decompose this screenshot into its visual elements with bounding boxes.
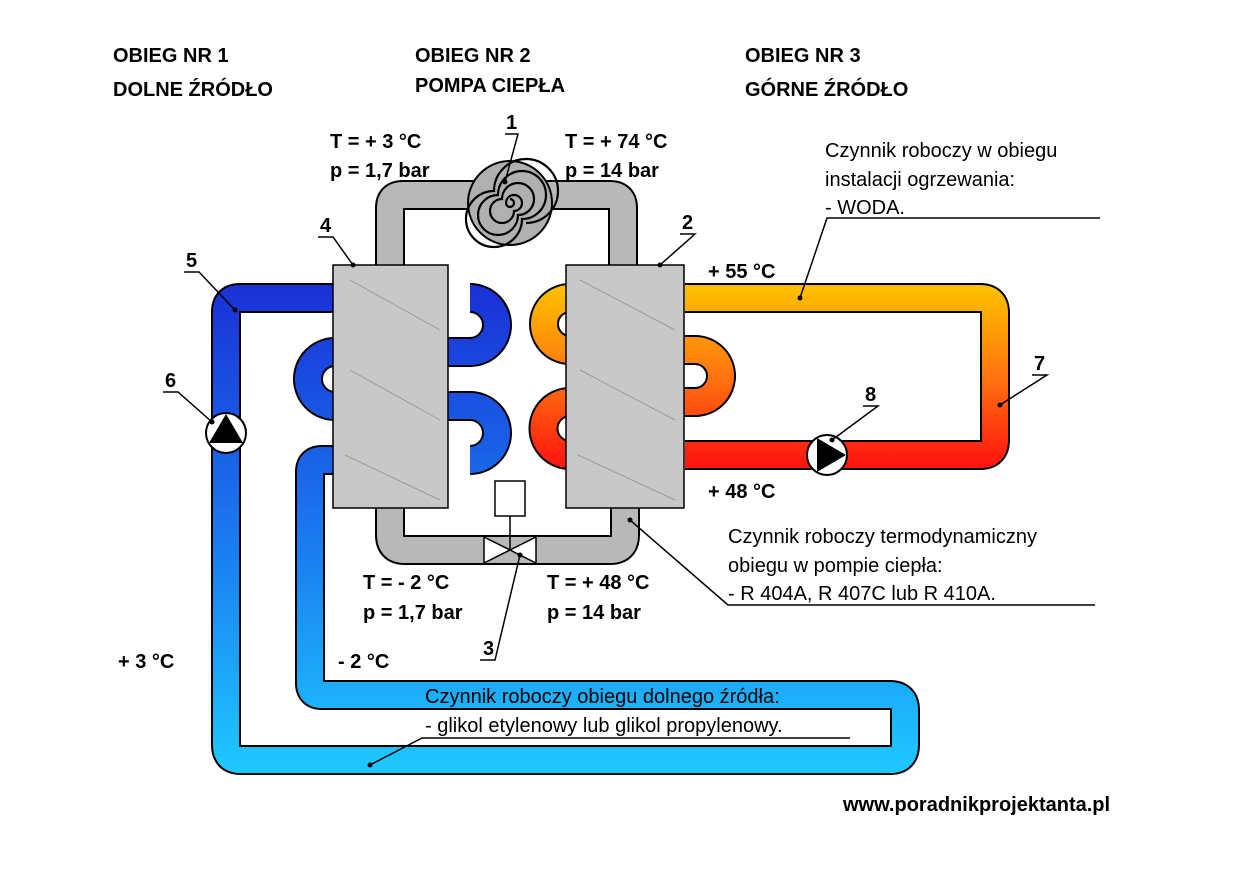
label-brine-out-temp: - 2 °C: [338, 651, 389, 673]
note-brine-line2: - glikol etylenowy lub glikol propylenow…: [425, 715, 783, 737]
label-supply-temp: + 55 °C: [708, 261, 775, 283]
label-valve-out-temp: T = - 2 °C: [363, 572, 449, 594]
header-circuit-1-sub: DOLNE ŹRÓDŁO: [113, 77, 273, 101]
number-brine-pump: 6: [165, 370, 176, 392]
header-circuit-3-sub: GÓRNE ŹRÓDŁO: [745, 77, 908, 101]
number-compressor: 1: [506, 112, 517, 134]
compressor-icon: [464, 157, 560, 249]
label-compressor-out-temp: T = + 74 °C: [565, 131, 668, 153]
note-refrigerant-line3: - R 404A, R 407C lub R 410A.: [728, 583, 996, 605]
label-condenser-out-pressure: p = 14 bar: [547, 602, 641, 624]
label-brine-in-temp: + 3 °C: [118, 651, 174, 673]
number-condenser: 2: [682, 212, 693, 234]
note-water-line3: - WODA.: [825, 197, 905, 219]
number-heating-pipe: 7: [1034, 353, 1045, 375]
leader-lines: [163, 133, 1100, 766]
heating-pump-icon: [806, 434, 848, 476]
note-brine-line1: Czynnik roboczy obiegu dolnego źródła:: [425, 686, 780, 708]
number-evaporator: 4: [320, 215, 332, 237]
number-brine-pipe: 5: [186, 250, 197, 272]
note-refrigerant-line1: Czynnik roboczy termodynamiczny: [728, 526, 1037, 548]
label-valve-out-pressure: p = 1,7 bar: [363, 602, 463, 624]
header-circuit-3: OBIEG NR 3: [745, 45, 861, 67]
label-condenser-out-temp: T = + 48 °C: [547, 572, 650, 594]
note-water-line1: Czynnik roboczy w obiegu: [825, 140, 1057, 162]
number-expansion-valve: 3: [483, 638, 494, 660]
lower-source-loop: [211, 283, 920, 775]
label-return-temp: + 48 °C: [708, 481, 775, 503]
label-compressor-out-pressure: p = 14 bar: [565, 160, 659, 182]
website-url: www.poradnikprojektanta.pl: [842, 794, 1110, 816]
label-evaporator-out-pressure: p = 1,7 bar: [330, 160, 430, 182]
condenser: [565, 264, 685, 509]
label-evaporator-out-temp: T = + 3 °C: [330, 131, 421, 153]
header-circuit-1: OBIEG NR 1: [113, 45, 229, 67]
brine-pump-icon: [205, 412, 247, 454]
leader-dots: [209, 179, 1003, 768]
number-heating-pump: 8: [865, 384, 876, 406]
evaporator: [332, 264, 449, 509]
expansion-valve-icon: [483, 480, 537, 565]
upper-source-loop: [528, 283, 1010, 470]
note-refrigerant-line2: obiegu w pompie ciepła:: [728, 555, 943, 577]
header-circuit-2-sub: POMPA CIEPŁA: [415, 75, 565, 97]
header-circuit-2: OBIEG NR 2: [415, 45, 531, 67]
note-water-line2: instalacji ogrzewania:: [825, 169, 1015, 191]
